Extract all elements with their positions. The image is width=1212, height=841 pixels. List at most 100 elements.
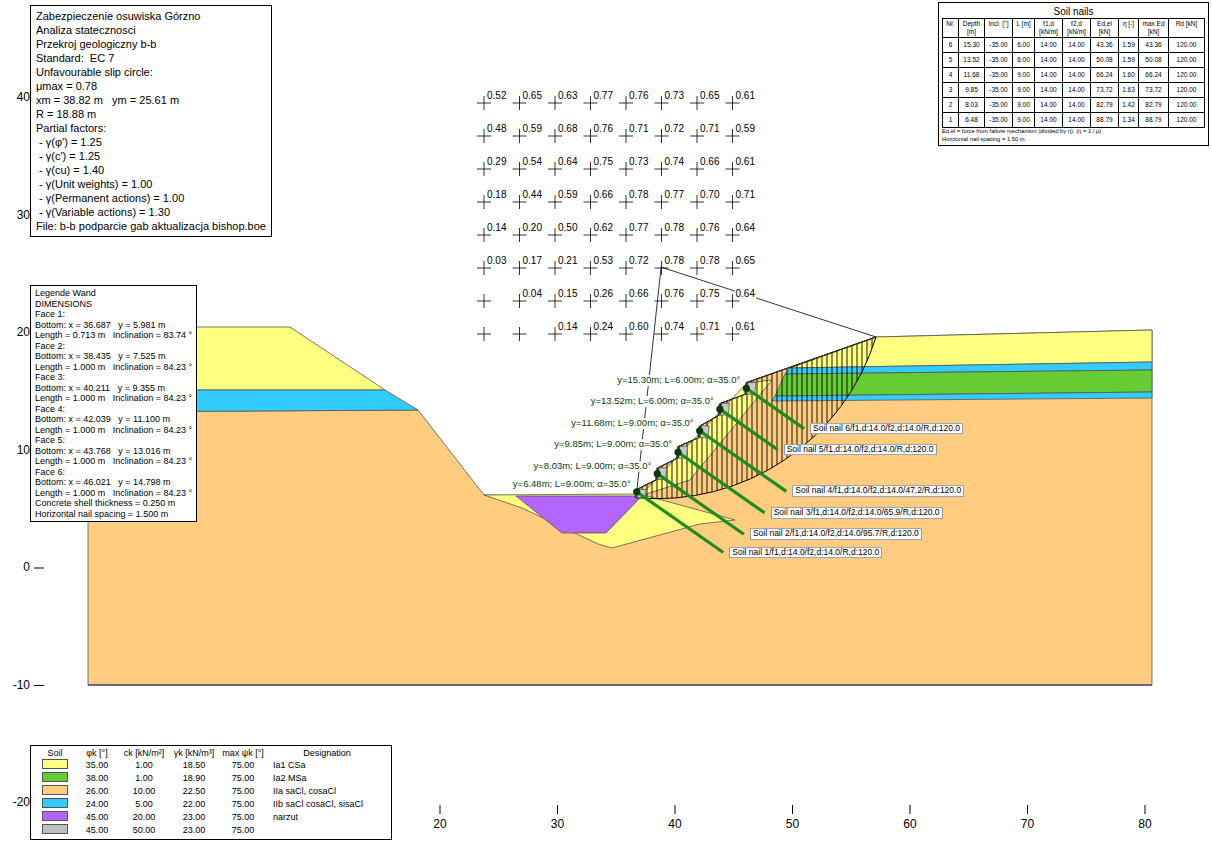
table-cell: 8.03	[959, 98, 985, 113]
info-line: Analiza statecznosci	[36, 23, 266, 37]
axis-tick	[1145, 805, 1146, 814]
table-cell: 66.24	[1091, 68, 1119, 83]
axis-tick	[34, 568, 44, 569]
table-cell: L [m]	[1013, 19, 1035, 38]
info-line: Bottom: x = 46.021 y = 14.798 m	[35, 477, 192, 488]
table-cell: 73.72	[1091, 83, 1119, 98]
table-cell: 6	[943, 38, 959, 53]
table-cell: 1.34	[1119, 113, 1139, 128]
safety-factor-value: 0.72	[628, 255, 649, 267]
legend-designation: IIb saCl cosaCl, sisaCl	[267, 799, 387, 810]
safety-factor-value: 0.71	[735, 189, 756, 201]
info-line: Bottom: x = 42.039 y = 11.100 m	[35, 414, 192, 425]
legend-value: 1.00	[119, 760, 169, 771]
info-line: R = 18.88 m	[36, 107, 266, 121]
info-line: - γ(Permanent actions) = 1.00	[36, 191, 266, 205]
soil-swatch	[42, 772, 68, 782]
soil-nail	[746, 388, 804, 428]
grid-cross	[513, 327, 527, 341]
legend-value: Designation	[267, 748, 387, 759]
soil-nail-table: Soil nailsNr.Depth [m]Incl. [°]L [m]f1,d…	[938, 2, 1209, 146]
safety-factor-value: 0.73	[664, 90, 685, 102]
table-cell: 82.79	[1091, 98, 1119, 113]
safety-factor-value: 0.61	[735, 90, 756, 102]
legend-value: 22.00	[169, 799, 219, 810]
soil-nail	[637, 492, 724, 553]
safety-factor-value: 0.48	[486, 123, 507, 135]
table-cell: Incl. [°]	[985, 19, 1013, 38]
nail-callout: Soil nail 4/f1,d:14.0/f2,d:14.0/47.2/R,d…	[792, 486, 964, 498]
safety-factor-value: 0.44	[522, 189, 543, 201]
axis-label: 70	[1021, 818, 1034, 832]
info-line: Concrete shell thickness = 0.250 m	[35, 498, 192, 509]
table-cell: 9.85	[959, 83, 985, 98]
grid-cross	[477, 327, 491, 341]
nail-head	[696, 427, 703, 434]
safety-factor-value: 0.76	[664, 288, 685, 300]
axis-label: 20	[433, 818, 446, 832]
legend-value: 75.00	[219, 773, 267, 784]
info-line: Length = 1.000 m Inclination = 84.23 °	[35, 456, 192, 467]
legend-value: 23.00	[169, 825, 219, 836]
table-cell: 15.30	[959, 38, 985, 53]
safety-factor-value: 0.64	[557, 156, 578, 168]
safety-factor-value: 0.50	[557, 222, 578, 234]
grid-cross	[477, 294, 491, 308]
table-cell: 14.00	[1035, 53, 1063, 68]
swatch-cell	[35, 798, 75, 811]
safety-factor-value: 0.14	[486, 222, 507, 234]
info-line: Horizontal nail spacing = 1.500 m	[35, 509, 192, 520]
table-cell: Ed,el [kN]	[1091, 19, 1119, 38]
table-cell: 50.08	[1139, 53, 1169, 68]
safety-factor-value: 0.66	[699, 156, 720, 168]
info-line: Standard: EC 7	[36, 51, 266, 65]
info-line: Zabezpieczenie osuwiska Górzno	[36, 9, 266, 23]
table-cell: 6.00	[1013, 38, 1035, 53]
legend-value: 35.00	[75, 760, 119, 771]
safety-factor-value: 0.75	[593, 156, 614, 168]
info-line: Length = 1.000 m Inclination = 84.23 °	[35, 425, 192, 436]
soil-nail	[700, 431, 787, 492]
table-cell: 4	[943, 68, 959, 83]
legend-designation: Ia2 MSa	[267, 773, 387, 784]
safety-factor-value: 0.71	[628, 123, 649, 135]
legend-designation: IIa saCl, cosaCl	[267, 786, 387, 797]
axis-label: 60	[903, 818, 916, 832]
table-cell: 9.00	[1013, 113, 1035, 128]
table-cell: max Ed [kN]	[1139, 19, 1169, 38]
info-line: μmax = 0.78	[36, 79, 266, 93]
safety-factor-value: 0.70	[699, 189, 720, 201]
safety-factor-value: 0.78	[664, 222, 685, 234]
soil-legend-table: Soilφk [°]ck [kN/m²]γk [kN/m³]max ψk [°]…	[30, 745, 392, 840]
info-line: Partial factors:	[36, 121, 266, 135]
safety-factor-value: 0.65	[699, 90, 720, 102]
safety-factor-value: 0.62	[593, 222, 614, 234]
nail-position-label: y=13.52m; L=6.00m; α=35.0°	[590, 396, 715, 407]
legend-value: 45.00	[75, 825, 119, 836]
axis-label: 20	[17, 326, 30, 340]
legend-value: 18.90	[169, 773, 219, 784]
table-cell: 120.00	[1169, 38, 1205, 53]
table-cell: 120.00	[1169, 98, 1205, 113]
table-cell: 13.52	[959, 53, 985, 68]
legend-value: 1.00	[119, 773, 169, 784]
legend-value: ck [kN/m²]	[119, 748, 169, 759]
safety-factor-value: 0.14	[557, 321, 578, 333]
nail-head	[674, 449, 681, 456]
table-cell: 9.00	[1013, 83, 1035, 98]
safety-factor-value: 0.24	[593, 321, 614, 333]
table-cell: 6.00	[1013, 53, 1035, 68]
safety-factor-value: 0.64	[735, 222, 756, 234]
axis-tick	[910, 805, 911, 814]
safety-factor-value: 0.78	[699, 255, 720, 267]
legend-value: 75.00	[219, 760, 267, 771]
axis-tick	[675, 805, 676, 814]
safety-factor-value: 0.59	[735, 123, 756, 135]
safety-factor-value: 0.78	[664, 255, 685, 267]
legend-value: 18.50	[169, 760, 219, 771]
legend-value: γk [kN/m³]	[169, 748, 219, 759]
safety-factor-value: 0.72	[664, 123, 685, 135]
soil-swatch	[42, 824, 68, 834]
safety-factor-value: 0.54	[522, 156, 543, 168]
safety-factor-value: 0.53	[593, 255, 614, 267]
